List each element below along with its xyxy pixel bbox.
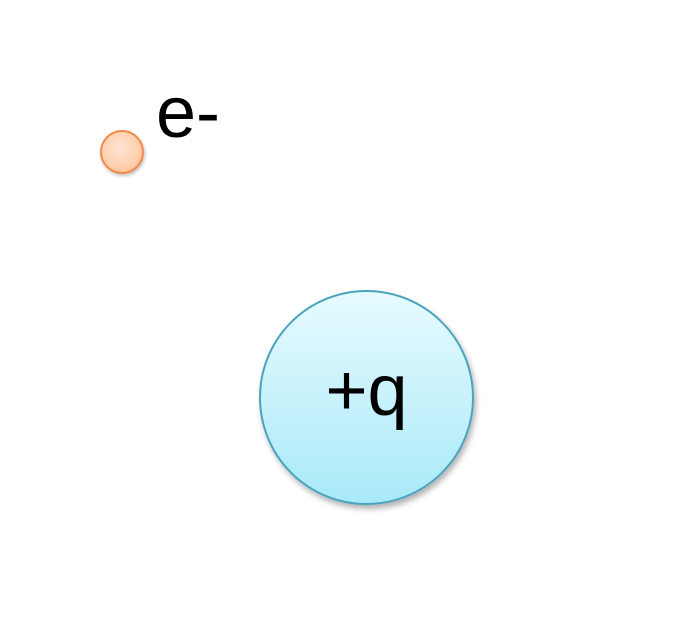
positive-charge-circle: +q — [259, 290, 474, 505]
positive-charge-label: +q — [325, 350, 408, 431]
electron-label: e- — [156, 73, 221, 153]
electron-particle — [100, 130, 144, 174]
